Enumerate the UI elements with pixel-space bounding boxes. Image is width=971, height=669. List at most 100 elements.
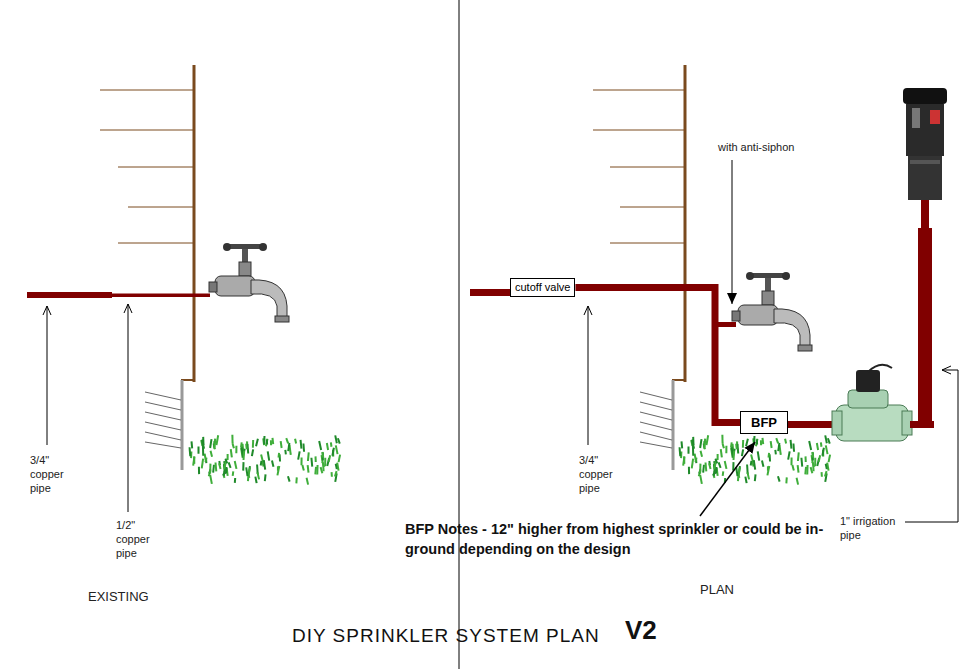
bush-stroke (268, 451, 270, 460)
label-text: 1/2" copper pipe (116, 519, 150, 559)
bush-stroke (266, 439, 268, 447)
bush-stroke (225, 459, 227, 464)
bush-stroke (210, 439, 211, 448)
bush-stroke (266, 439, 268, 444)
bush-stroke (307, 478, 309, 485)
bush-stroke (704, 463, 707, 472)
bush-stroke (814, 458, 816, 467)
bfp-box: BFP (740, 411, 788, 434)
bush-stroke (307, 465, 310, 473)
bush-stroke (692, 448, 694, 456)
bush-stroke (278, 453, 281, 458)
bush-stroke (742, 440, 744, 448)
bush-stroke (198, 467, 200, 474)
bush-stroke (679, 447, 682, 456)
bush-stroke (747, 472, 749, 479)
bush-stroke (263, 436, 265, 444)
label-text: PLAN (700, 582, 734, 597)
bush-stroke (683, 457, 685, 464)
label: with anti-siphon (718, 140, 858, 154)
bush-stroke (219, 463, 221, 469)
bush-stroke (790, 440, 793, 449)
bush-stroke (776, 438, 778, 443)
bush-stroke (809, 441, 811, 450)
bush-stroke (329, 455, 330, 462)
label-text: V2 (625, 615, 657, 645)
bush-stroke (730, 442, 733, 447)
bush-stroke (829, 455, 830, 463)
bush-stroke (790, 457, 792, 465)
bush-stroke (735, 444, 738, 450)
bush-stroke (310, 458, 313, 467)
bush-stroke (721, 435, 723, 443)
bush-stroke (688, 447, 690, 454)
bush-stroke (768, 453, 771, 458)
bush-stroke (338, 438, 340, 443)
bush-stroke (826, 464, 827, 469)
bush-stroke (797, 465, 800, 473)
bush-stroke (828, 438, 830, 443)
bush-stroke (330, 442, 333, 446)
bush-stroke (725, 446, 727, 453)
bush-stroke (246, 444, 249, 454)
bush-stroke (190, 441, 193, 448)
pipe-connector (575, 288, 740, 423)
bush-stroke (335, 471, 337, 476)
bush-stroke (335, 435, 337, 443)
bush-stroke (692, 440, 694, 448)
bush-stroke (797, 452, 800, 461)
bush-stroke (331, 472, 333, 477)
bush-stroke (785, 439, 786, 444)
bush-stroke (778, 476, 780, 481)
bush-stroke (760, 440, 762, 445)
bush-stroke (700, 475, 702, 484)
bush-stroke (680, 441, 683, 448)
bush-stroke (800, 458, 803, 467)
bush-stroke (229, 462, 231, 467)
bush-stroke (702, 465, 705, 473)
label-text: EXISTING (88, 589, 149, 604)
bush-stroke (699, 464, 701, 474)
label: PLAN (700, 583, 780, 597)
label: 1/2" copper pipe (116, 518, 162, 560)
bush-stroke (264, 474, 267, 481)
bush-stroke (715, 459, 717, 464)
bush-stroke (288, 476, 290, 481)
bush-stroke (280, 441, 283, 448)
bush-stroke (322, 452, 324, 460)
label: V2 (625, 615, 695, 645)
bush-stroke (805, 456, 807, 462)
bush-stroke (232, 471, 235, 475)
bush-stroke (298, 451, 299, 459)
bush-stroke (202, 440, 204, 448)
bush-stroke (692, 439, 694, 449)
bush-stroke (750, 461, 753, 466)
bush-stroke (754, 460, 755, 469)
bush-stroke (257, 472, 259, 479)
bush-stroke (704, 441, 705, 449)
node-text: BFP (751, 415, 777, 430)
bush-stroke (216, 435, 218, 445)
bush-stroke (721, 449, 722, 457)
bush-stroke (336, 445, 338, 454)
bush-stroke (806, 465, 808, 474)
bush-stroke (812, 452, 814, 460)
bush-stroke (336, 464, 337, 469)
label-text: BFP Notes - 12" higher from highest spri… (405, 521, 823, 557)
bush-stroke (242, 462, 244, 471)
bush-stroke (225, 467, 228, 473)
bush-stroke (722, 471, 725, 475)
bush-stroke (286, 438, 288, 443)
bush-stroke (826, 445, 828, 454)
bush-stroke (688, 467, 690, 474)
bush-stroke (205, 458, 206, 462)
bush-stroke (822, 448, 824, 456)
bush-stroke (337, 463, 338, 471)
bush-stroke (821, 472, 823, 477)
bush-stroke (246, 467, 247, 476)
bush-stroke (825, 471, 827, 476)
bush-stroke (825, 435, 827, 443)
bush-stroke (302, 444, 305, 452)
bush-stroke (732, 451, 735, 460)
